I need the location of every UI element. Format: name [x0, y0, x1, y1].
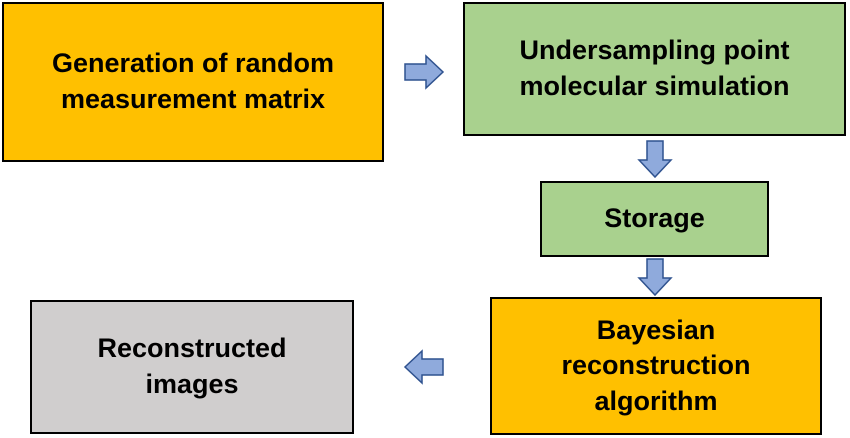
bayesian-box: Bayesian reconstruction algorithm	[490, 297, 822, 435]
block-arrow-left-icon	[403, 349, 444, 385]
generation-label: Generation of random measurement matrix	[51, 48, 335, 114]
block-arrow-down-icon	[637, 140, 673, 179]
generation-box: Generation of random measurement matrix	[2, 2, 384, 162]
reconstructed-label: Reconstructed images	[97, 333, 287, 399]
storage-box: Storage	[540, 181, 769, 257]
block-arrow-down-icon	[637, 258, 673, 297]
storage-label: Storage	[604, 203, 705, 234]
block-arrow-right-icon	[404, 54, 445, 90]
undersampling-label: Undersampling point molecular simulation	[519, 35, 790, 101]
reconstructed-box: Reconstructed images	[30, 300, 354, 434]
bayesian-label: Bayesian reconstruction algorithm	[561, 314, 751, 416]
undersampling-box: Undersampling point molecular simulation	[463, 2, 846, 136]
